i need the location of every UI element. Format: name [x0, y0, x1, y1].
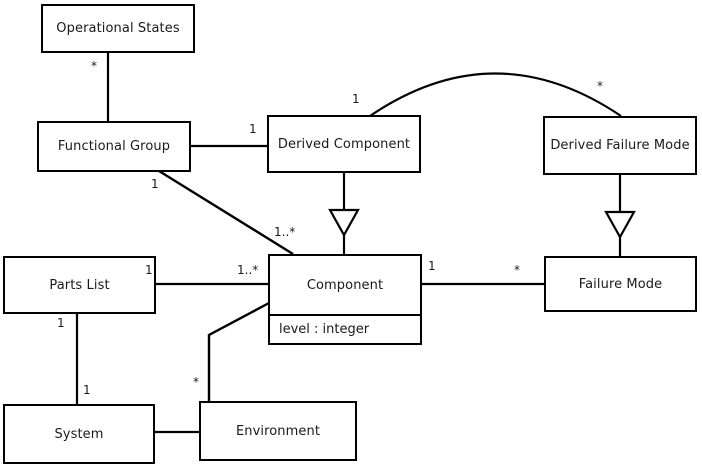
multiplicity-m-op-states: * — [91, 59, 97, 73]
uml-class-name-operational-states: Operational States — [56, 21, 180, 36]
multiplicity-m-sys-pl: 1 — [83, 383, 91, 397]
multiplicity-m-comp-fg: 1..* — [274, 225, 296, 239]
uml-class-functional-group[interactable]: Functional Group — [37, 121, 191, 172]
multiplicity-m-pl-sys: 1 — [57, 316, 65, 330]
multiplicity-m-comp-pl: 1..* — [237, 263, 259, 277]
multiplicity-m-pl-comp: 1 — [145, 263, 153, 277]
uml-class-operational-states[interactable]: Operational States — [41, 4, 195, 53]
uml-class-environment[interactable]: Environment — [199, 401, 357, 461]
multiplicity-m-dfm-arc: * — [597, 79, 603, 93]
multiplicity-m-fm-comp: * — [514, 263, 520, 277]
multiplicity-m-dc-arc: 1 — [352, 92, 360, 106]
uml-class-name-environment: Environment — [235, 423, 321, 439]
uml-attribute-component-0: level : integer — [270, 314, 420, 343]
uml-class-failure-mode[interactable]: Failure Mode — [544, 256, 697, 312]
edge-functional-group-component — [158, 169, 294, 256]
uml-class-component[interactable]: Component level : integer — [268, 254, 422, 345]
uml-class-derived-component[interactable]: Derived Component — [267, 115, 421, 173]
uml-class-name-derived-component: Derived Component — [277, 136, 411, 152]
uml-class-name-component: Component — [306, 277, 384, 293]
uml-class-derived-failure-mode[interactable]: Derived Failure Mode — [543, 116, 697, 175]
edge-component-environment — [207, 301, 270, 401]
uml-class-name-parts-list: Parts List — [49, 277, 110, 293]
uml-class-parts-list[interactable]: Parts List — [3, 256, 156, 314]
multiplicity-m-fg-dc: 1 — [249, 122, 257, 136]
generalization-triangle-derived-failure-mode — [604, 210, 636, 240]
multiplicity-m-env-comp: * — [193, 375, 199, 389]
uml-class-system[interactable]: System — [3, 404, 155, 464]
multiplicity-m-fg-comp: 1 — [151, 177, 159, 191]
uml-class-name-functional-group: Functional Group — [57, 139, 171, 154]
generalization-triangle-derived-component — [328, 208, 360, 238]
uml-class-name-failure-mode: Failure Mode — [578, 276, 663, 292]
multiplicity-m-comp-fm: 1 — [428, 259, 436, 273]
uml-class-name-derived-failure-mode: Derived Failure Mode — [550, 138, 690, 153]
uml-class-name-system: System — [54, 426, 104, 442]
edge-derived-component-derived-failure-mode — [369, 72, 622, 117]
